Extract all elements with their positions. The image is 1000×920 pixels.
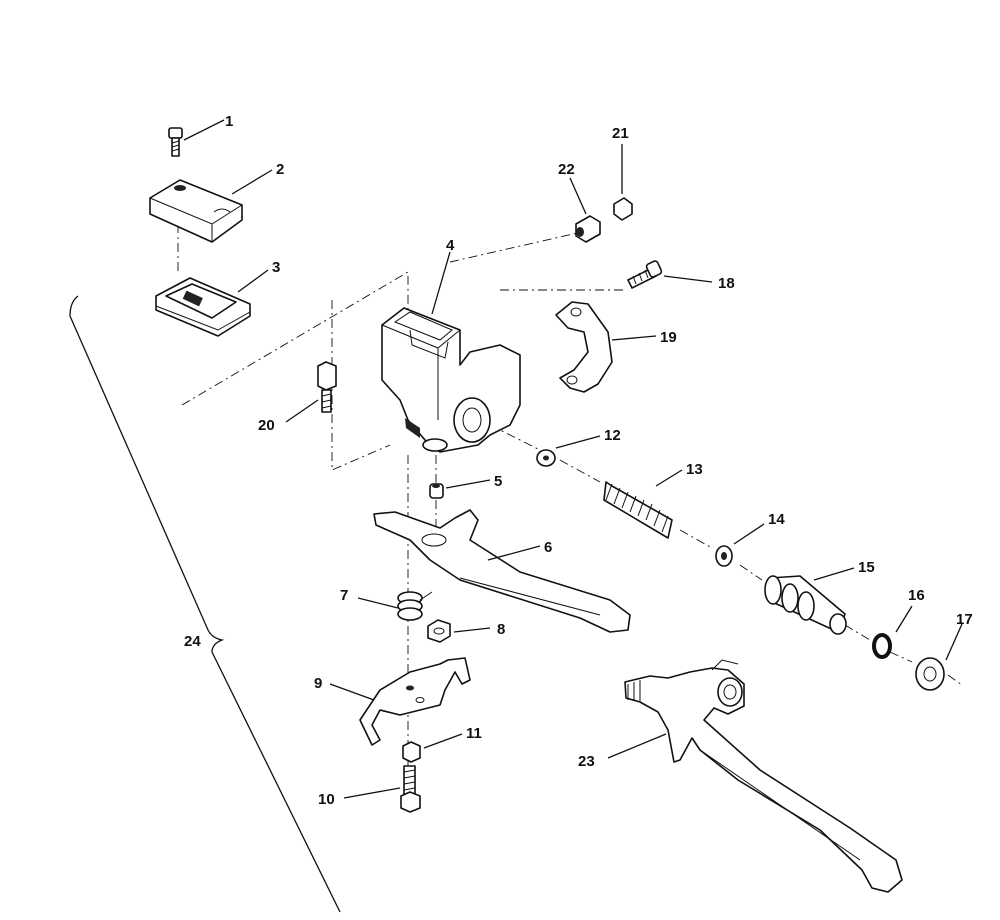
part-11-nut xyxy=(402,741,421,763)
label-4: 4 xyxy=(446,237,455,254)
label-10: 10 xyxy=(318,791,335,808)
part-22-fitting xyxy=(575,215,601,243)
label-21: 21 xyxy=(612,125,629,142)
label-19: 19 xyxy=(660,329,677,346)
label-20: 20 xyxy=(258,417,275,434)
part-15-piston xyxy=(764,575,847,635)
part-4-master-cylinder-body xyxy=(381,307,521,453)
label-6: 6 xyxy=(544,539,552,556)
label-14: 14 xyxy=(768,511,785,528)
part-7-spring xyxy=(397,591,433,621)
part-14-washer xyxy=(715,545,733,567)
label-11: 11 xyxy=(466,725,482,742)
part-2-reservoir-cover xyxy=(149,179,243,243)
label-15: 15 xyxy=(858,559,875,576)
assembly-bracket-24 xyxy=(69,295,341,913)
part-12-washer xyxy=(536,449,556,467)
part-10-bolt xyxy=(400,765,421,813)
label-9: 9 xyxy=(314,675,322,692)
label-3: 3 xyxy=(272,259,280,276)
label-2: 2 xyxy=(276,161,284,178)
label-12: 12 xyxy=(604,427,621,444)
part-5-bushing xyxy=(429,483,444,499)
label-5: 5 xyxy=(494,473,502,490)
label-22: 22 xyxy=(558,161,575,178)
label-24: 24 xyxy=(184,633,201,650)
part-17-washer xyxy=(915,657,945,691)
part-20-pivot-bolt xyxy=(317,361,337,413)
label-1: 1 xyxy=(225,113,233,130)
part-13-boot xyxy=(603,481,673,539)
label-7: 7 xyxy=(340,587,348,604)
part-18-screw xyxy=(627,260,663,289)
part-9-bracket xyxy=(359,657,471,746)
part-3-diaphragm xyxy=(155,277,251,337)
label-23: 23 xyxy=(578,753,595,770)
alignment-lines xyxy=(177,205,963,800)
label-18: 18 xyxy=(718,275,735,292)
label-13: 13 xyxy=(686,461,703,478)
part-1-screw xyxy=(168,127,183,157)
part-19-clamp xyxy=(555,301,613,393)
part-6-lever xyxy=(373,509,631,633)
part-labels: 1 2 3 4 5 6 7 8 9 10 11 12 13 14 15 16 1… xyxy=(184,113,973,808)
part-21-cap xyxy=(613,197,633,221)
label-17: 17 xyxy=(956,611,973,628)
label-8: 8 xyxy=(497,621,505,638)
part-16-o-ring xyxy=(872,633,892,659)
leader-lines xyxy=(183,119,963,799)
part-23-lever-assembly xyxy=(624,659,903,893)
label-16: 16 xyxy=(908,587,925,604)
part-8-nut xyxy=(427,619,451,643)
